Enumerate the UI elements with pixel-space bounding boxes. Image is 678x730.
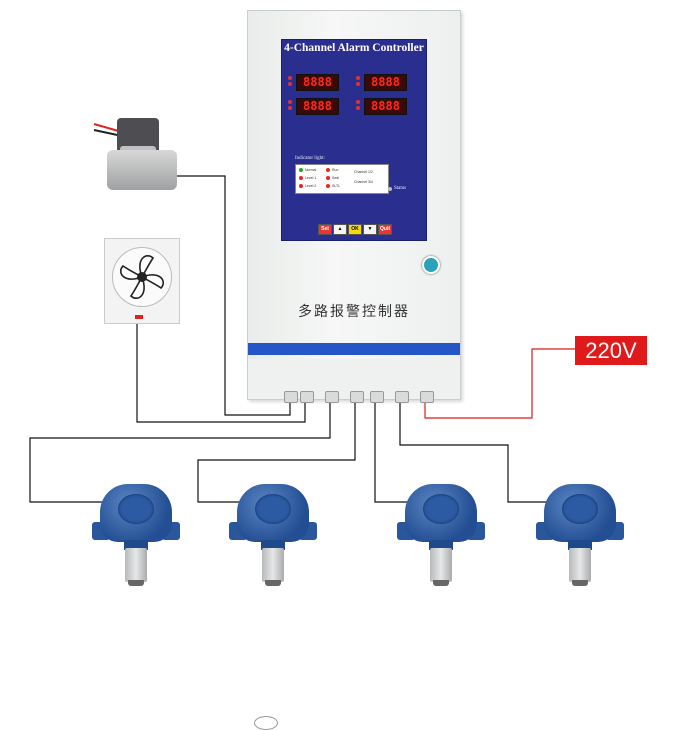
cable-gland-icon [420,391,434,403]
channel-2-led-icon [356,76,360,80]
cable-gland-icon [395,391,409,403]
gas-detector-4 [536,484,624,594]
brand-logo-icon [254,716,278,730]
gas-detector-3 [397,484,485,594]
controller-chinese-label: 多路报警控制器 [248,301,460,321]
certification-badge-icon [422,256,440,274]
legend-title: Indicator light: [295,156,325,161]
legend-run: Run [332,168,338,172]
channel-1-display: 8888 [296,74,339,91]
channel-4-led-icon [356,100,360,104]
sltl-led-icon [326,184,330,188]
gas-detector-2 [229,484,317,594]
legend-normal: Normal [305,168,316,172]
sensor-tip-icon [572,580,588,586]
cable-gland-icon [370,391,384,403]
blue-band [248,343,460,355]
legend-seal: Seal [332,176,339,180]
legend-channel-1-2: Channel 1/2 [354,170,373,174]
channel-3-display: 8888 [296,98,339,115]
channel-4-led-icon [356,106,360,110]
status-led-icon [388,187,392,191]
sensor-tip-icon [265,580,281,586]
panel-title: 4-Channel Alarm Controller [282,42,426,54]
channel-4-display: 8888 [364,98,407,115]
down-button[interactable]: ▼ [363,224,377,235]
up-button[interactable]: ▲ [333,224,347,235]
channel-3-led-icon [288,100,292,104]
channel-1-led-icon [288,76,292,80]
channel-2-led-icon [356,82,360,86]
channel-2-display: 8888 [364,74,407,91]
legend-level1: Level 1 [305,176,316,180]
normal-led-icon [299,168,303,172]
control-panel: 4-Channel Alarm Controller 8888 8888 888… [281,39,427,241]
power-label: 220V [575,336,647,365]
detector-cap-icon [423,494,459,524]
cable-gland-icon [325,391,339,403]
sensor-tip-icon [433,580,449,586]
sensor-head-icon [262,548,284,582]
valve-body [107,150,177,190]
exhaust-fan [104,238,180,324]
seal-led-icon [326,176,330,180]
sensor-head-icon [569,548,591,582]
sensor-head-icon [125,548,147,582]
detector-cap-icon [118,494,154,524]
sensor-head-icon [430,548,452,582]
ok-button[interactable]: OK [348,224,362,235]
legend-level2: Level 2 [305,184,316,188]
legend-channel-3-4: Channel 3/4 [354,180,373,184]
fan-grille [112,247,172,307]
indicator-legend: Normal Level 1 Level 2 Run Seal SLTL Cha… [295,164,389,194]
cable-gland-icon [350,391,364,403]
keypad: Set ▲ OK ▼ Quit [318,224,398,236]
cable-gland-strip [248,359,460,399]
cable-gland-icon [284,391,298,403]
cable-gland-icon [300,391,314,403]
fan-blades-icon [113,248,171,306]
gas-detector-1 [92,484,180,594]
legend-sltl: SLTL [332,184,340,188]
status-label: Status [394,186,406,191]
alarm-controller: 4-Channel Alarm Controller 8888 8888 888… [247,10,461,400]
detector-cap-icon [255,494,291,524]
detector-cap-icon [562,494,598,524]
run-led-icon [326,168,330,172]
channel-3-led-icon [288,106,292,110]
channel-1-led-icon [288,82,292,86]
quit-button[interactable]: Quit [378,224,392,235]
level2-led-icon [299,184,303,188]
level1-led-icon [299,176,303,180]
set-button[interactable]: Set [318,224,332,235]
sensor-tip-icon [128,580,144,586]
fan-switch [135,315,143,319]
